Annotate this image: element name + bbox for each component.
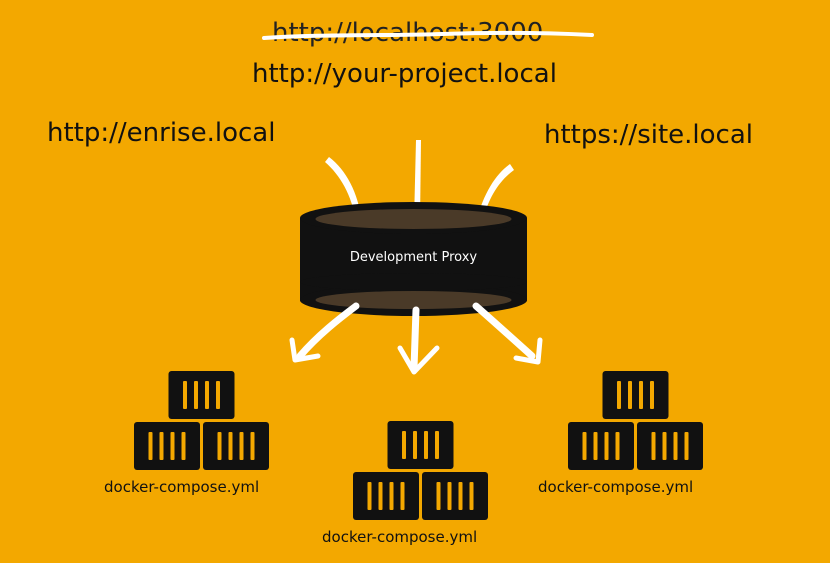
proxy-label: Development Proxy	[349, 250, 478, 265]
container-box	[637, 422, 703, 470]
container-box	[422, 472, 488, 520]
container-stack-right	[568, 371, 703, 470]
outgoing-arrows	[289, 302, 543, 375]
container-stack-left	[134, 371, 269, 470]
container-box	[134, 422, 200, 470]
container-box	[602, 371, 669, 419]
outgoing-arrow-right	[472, 302, 536, 360]
site-url: https://site.local	[544, 120, 754, 150]
project-url: http://your-project.local	[252, 59, 557, 89]
strikethrough-line	[262, 30, 594, 40]
container-box	[203, 422, 269, 470]
container-stack-center	[353, 421, 488, 520]
compose-file-right: docker-compose.yml	[538, 478, 694, 496]
container-box	[353, 472, 419, 520]
compose-file-center: docker-compose.yml	[322, 528, 478, 546]
incoming-arrow-center	[414, 140, 421, 222]
container-box	[168, 371, 235, 419]
outgoing-arrow-left	[296, 302, 360, 360]
enrise-url: http://enrise.local	[47, 118, 276, 148]
compose-file-left: docker-compose.yml	[104, 478, 260, 496]
container-box	[568, 422, 634, 470]
outgoing-arrow-center	[410, 306, 420, 372]
container-box	[387, 421, 454, 469]
